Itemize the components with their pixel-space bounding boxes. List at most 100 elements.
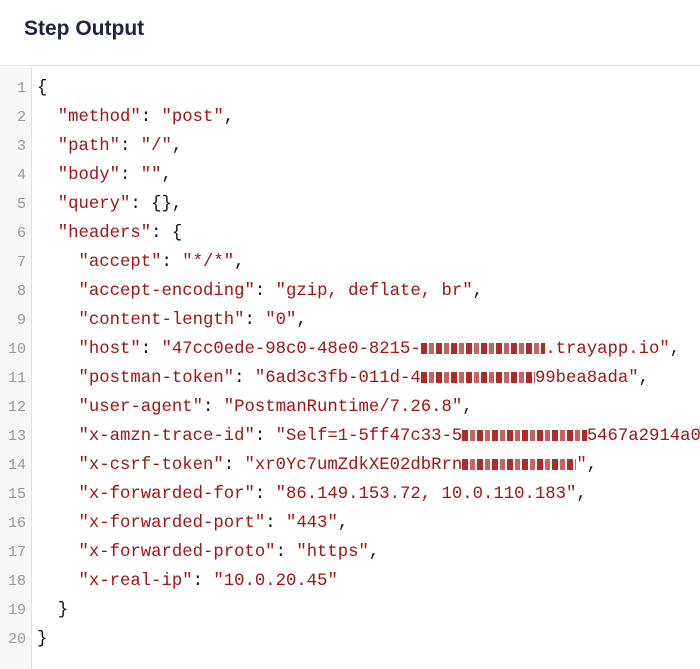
json-key: "accept" xyxy=(78,253,162,272)
comma: , xyxy=(223,108,235,127)
json-key: "x-forwarded-for" xyxy=(78,485,255,504)
comma: , xyxy=(234,253,245,272)
code-text: "path": "/", xyxy=(58,132,182,161)
json-value: "gzip, deflate, br" xyxy=(275,282,473,301)
code-text: "host": "47cc0ede-98c0-48e0-8215-.trayap… xyxy=(79,335,681,364)
line-number: 7 xyxy=(16,254,26,271)
json-key: "x-real-ip" xyxy=(78,572,193,591)
colon: : xyxy=(234,369,255,388)
colon: : xyxy=(223,456,245,475)
colon: : xyxy=(192,572,214,591)
json-key: "content-length" xyxy=(78,311,245,330)
step-output-header: Step Output xyxy=(0,0,700,66)
colon: : xyxy=(202,398,224,417)
json-key: "method" xyxy=(57,108,141,127)
line-number: 17 xyxy=(7,544,26,561)
comma: , xyxy=(638,369,650,388)
code-text: "query": {}, xyxy=(58,190,182,219)
comma: , xyxy=(462,398,473,417)
line-number: 11 xyxy=(7,370,26,387)
code-text: "accept-encoding": "gzip, deflate, br", xyxy=(79,277,484,306)
line-number: 9 xyxy=(16,312,26,329)
line-number: 12 xyxy=(7,399,26,416)
redacted-block xyxy=(462,458,577,470)
json-key: "x-forwarded-proto" xyxy=(78,543,276,562)
code-text: "x-csrf-token": "xr0Yc7umZdkXE02dbRrn", xyxy=(79,451,598,480)
comma: , xyxy=(171,195,183,214)
line-number: 4 xyxy=(16,167,26,184)
colon: : xyxy=(119,137,141,156)
line-number: 8 xyxy=(16,283,26,300)
comma: , xyxy=(586,456,598,475)
json-value: "86.149.153.72, 10.0.110.183" xyxy=(275,485,577,504)
json-value: {} xyxy=(151,195,172,214)
page-title: Step Output xyxy=(24,17,145,40)
comma: , xyxy=(669,340,681,359)
json-key: "accept-encoding" xyxy=(78,282,255,301)
code-text: "x-real-ip": "10.0.20.45" xyxy=(79,567,338,596)
json-key: "user-agent" xyxy=(78,398,203,417)
brace: { xyxy=(37,79,48,98)
line-number: 6 xyxy=(16,225,26,242)
comma: , xyxy=(368,543,380,562)
line-number: 14 xyxy=(7,457,26,474)
line-number: 16 xyxy=(7,515,26,532)
code-text: "x-forwarded-port": "443", xyxy=(79,509,349,538)
colon: : xyxy=(244,311,266,330)
json-value: "443" xyxy=(285,514,338,533)
line-number: 19 xyxy=(7,602,26,619)
json-value: "https" xyxy=(296,543,369,562)
colon: : xyxy=(254,282,276,301)
code-text: } xyxy=(58,596,68,625)
line-number: 13 xyxy=(7,428,26,445)
code-text: { xyxy=(37,74,47,103)
comma: , xyxy=(296,311,307,330)
json-key: "postman-token" xyxy=(78,369,235,388)
comma: , xyxy=(337,514,349,533)
line-number: 15 xyxy=(7,486,26,503)
line-number: 5 xyxy=(16,196,26,213)
json-value: "47cc0ede-98c0-48e0-8215-.trayapp.io" xyxy=(161,340,670,359)
colon: : xyxy=(265,514,286,533)
json-code-viewer[interactable]: 1 {2 "method": "post", 3 "path": "/", 4 "body"… xyxy=(0,67,700,669)
line-number: 2 xyxy=(16,109,26,126)
json-value: "PostmanRuntime/7.26.8" xyxy=(223,398,463,417)
json-key: "path" xyxy=(57,137,120,156)
code-text: "method": "post", xyxy=(58,103,234,132)
json-value: "*/*" xyxy=(182,253,235,272)
json-value: "" xyxy=(140,166,162,185)
brace: } xyxy=(57,601,69,620)
json-value: "/" xyxy=(140,137,172,156)
brace: } xyxy=(37,630,48,649)
line-number: 3 xyxy=(16,138,26,155)
json-key: "x-amzn-trace-id" xyxy=(78,427,255,446)
json-key: "host" xyxy=(78,340,141,359)
line-number-gutter xyxy=(0,67,32,669)
colon: : xyxy=(140,108,162,127)
json-key: "body" xyxy=(57,166,120,185)
colon: : xyxy=(130,195,152,214)
redacted-block xyxy=(420,342,546,354)
code-text: "user-agent": "PostmanRuntime/7.26.8", xyxy=(79,393,473,422)
code-text: "accept": "*/*", xyxy=(79,248,245,277)
comma: , xyxy=(171,137,183,156)
code-text: "content-length": "0", xyxy=(79,306,307,335)
code-text: } xyxy=(37,625,47,654)
line-number: 10 xyxy=(7,341,26,358)
json-value: "0" xyxy=(265,311,297,330)
colon: : xyxy=(151,224,172,243)
json-key: "x-csrf-token" xyxy=(78,456,224,475)
json-value: "10.0.20.45" xyxy=(213,572,338,591)
colon: : xyxy=(161,253,183,272)
colon: : xyxy=(254,427,276,446)
json-value: "post" xyxy=(161,108,224,127)
comma: , xyxy=(161,166,172,185)
json-key: "query" xyxy=(57,195,131,214)
line-number: 1 xyxy=(16,80,26,97)
json-value: "xr0Yc7umZdkXE02dbRrn" xyxy=(244,456,587,475)
code-text: "x-forwarded-proto": "https", xyxy=(79,538,380,567)
code-text: "body": "", xyxy=(58,161,172,190)
